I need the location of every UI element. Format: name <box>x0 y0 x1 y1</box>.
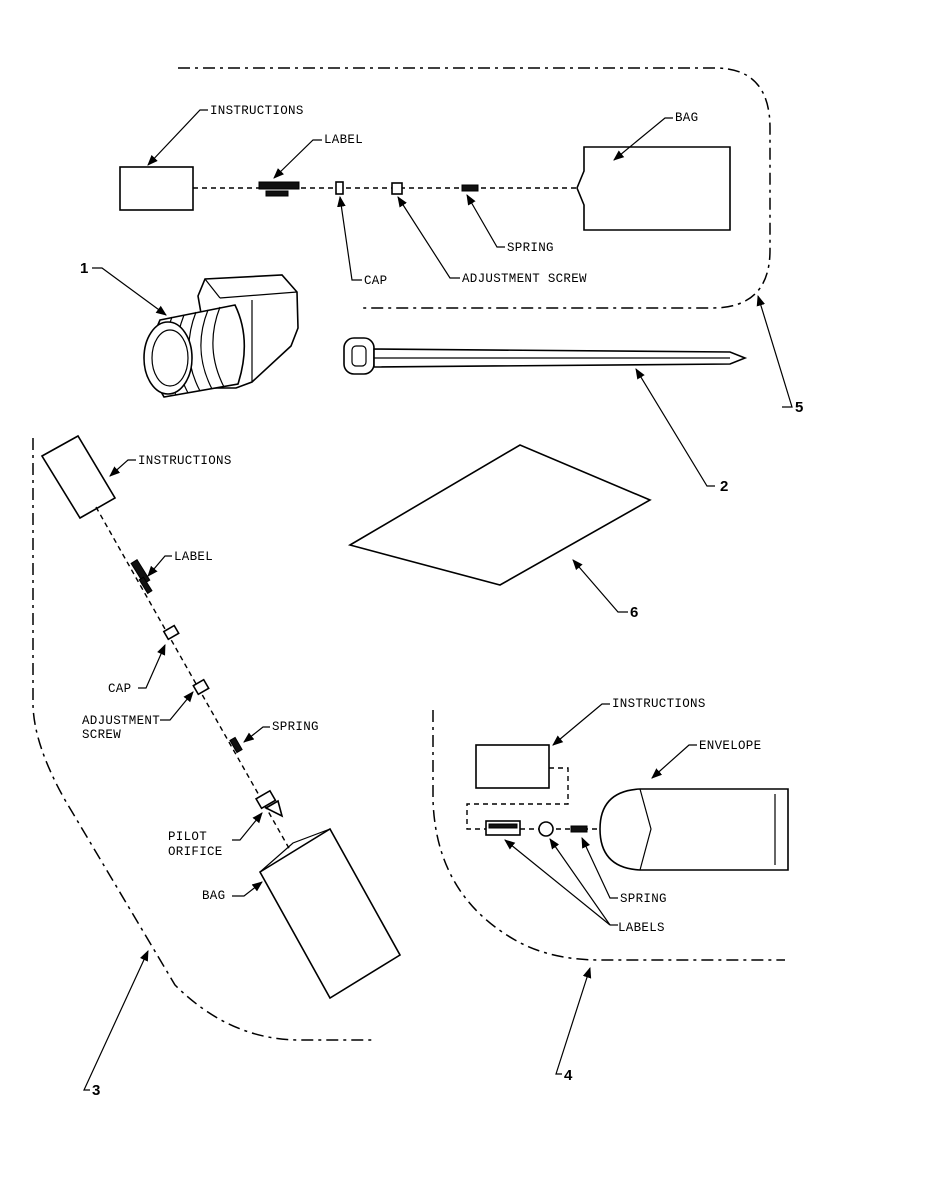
kit-3-group: INSTRUCTIONS LABEL CAP ADJUSTMENT SCREW … <box>32 434 402 1099</box>
kit-3-pilot-orifice-label-line1: PILOT <box>168 830 207 844</box>
kit-5-instructions-card <box>119 166 194 211</box>
kit-4-spring-label: SPRING <box>620 892 667 906</box>
kit-3-instructions-label: INSTRUCTIONS <box>138 454 232 468</box>
item-1-callout: 1 <box>80 260 88 277</box>
item-2-cable-tie: 2 <box>343 337 748 495</box>
item-1-fitting: 1 <box>80 260 299 398</box>
kit-4-round-label-part <box>538 821 554 837</box>
kit-3-adjustment-screw-label-line1: ADJUSTMENT <box>82 714 160 728</box>
kit-5-label-part <box>258 181 300 197</box>
kit-5-cap-label: CAP <box>364 274 387 288</box>
kit-3-label-label: LABEL <box>174 550 213 564</box>
kit-5-group: INSTRUCTIONS LABEL BAG SPRING CAP ADJUST… <box>119 67 803 416</box>
kit-3-cap-label: CAP <box>108 682 131 696</box>
kit-4-envelope-part <box>599 788 789 871</box>
kit-4-envelope-label: ENVELOPE <box>699 739 761 753</box>
kit-4-spring-part <box>570 825 588 833</box>
kit-4-label-part <box>485 820 521 836</box>
kit-5-adjustment-screw-label: ADJUSTMENT SCREW <box>462 272 587 286</box>
kit-5-spring-label: SPRING <box>507 241 554 255</box>
kit-3-bag-part <box>258 827 402 1000</box>
kit-3-boundary <box>32 438 372 1041</box>
kit-5-instructions-label: INSTRUCTIONS <box>210 104 304 118</box>
kit-4-instructions-label: INSTRUCTIONS <box>612 697 706 711</box>
kit-3-pilot-orifice-part <box>254 789 284 818</box>
kit-4-labels-label: LABELS <box>618 921 665 935</box>
kit-3-label-part <box>130 559 153 595</box>
kit-3-spring-part <box>229 736 243 754</box>
item-2-callout: 2 <box>720 478 728 495</box>
kit-5-spring-part <box>461 184 479 192</box>
kit-5-adjustment-screw-part <box>391 182 403 195</box>
kit-3-assembly-line <box>95 506 291 851</box>
kit-4-instructions-card <box>475 744 550 789</box>
kit-3-adjustment-screw-part <box>192 678 210 696</box>
kit-5-boundary <box>178 67 771 309</box>
kit-5-bag-part <box>576 146 731 231</box>
kit-5-callout: 5 <box>795 399 803 416</box>
kit-4-group: INSTRUCTIONS ENVELOPE SPRING LABELS 4 <box>432 697 789 1084</box>
kit-3-pilot-orifice-label-line2: ORIFICE <box>168 845 223 859</box>
item-6-callout: 6 <box>630 604 638 621</box>
kit-3-spring-label: SPRING <box>272 720 319 734</box>
kit-5-label-label: LABEL <box>324 133 363 147</box>
kit-5-bag-label: BAG <box>675 111 698 125</box>
kit-4-callout: 4 <box>564 1067 573 1084</box>
kit-3-adjustment-screw-label-line2: SCREW <box>82 728 121 742</box>
kit-3-instructions-card <box>40 434 117 520</box>
kit-4-boundary <box>432 710 785 961</box>
kit-5-cap-part <box>335 181 344 195</box>
kit-3-bag-label: BAG <box>202 889 225 903</box>
item-6-sheet: 6 <box>347 444 652 621</box>
kit-3-cap-part <box>162 624 180 641</box>
kit-3-callout: 3 <box>92 1082 100 1099</box>
